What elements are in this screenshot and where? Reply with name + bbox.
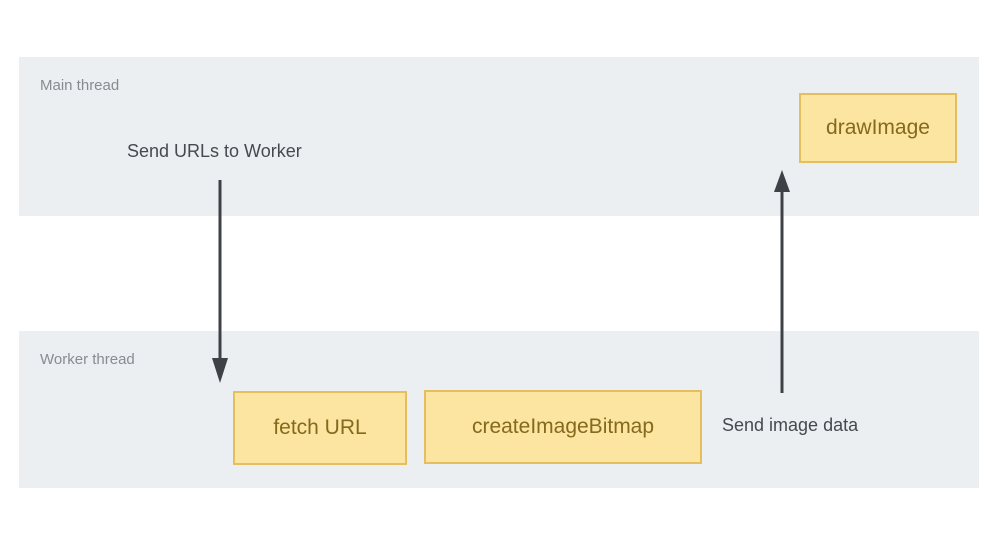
node-drawimage: drawImage (799, 93, 957, 163)
edge-label-send-image-data: Send image data (722, 415, 859, 435)
node-fetch-url: fetch URL (233, 391, 407, 465)
lane-worker-thread-label: Worker thread (40, 351, 135, 368)
edge-label-send-urls: Send URLs to Worker (127, 141, 302, 161)
lane-main-thread-label: Main thread (40, 77, 120, 94)
node-createimagebitmap: createImageBitmap (424, 390, 702, 464)
